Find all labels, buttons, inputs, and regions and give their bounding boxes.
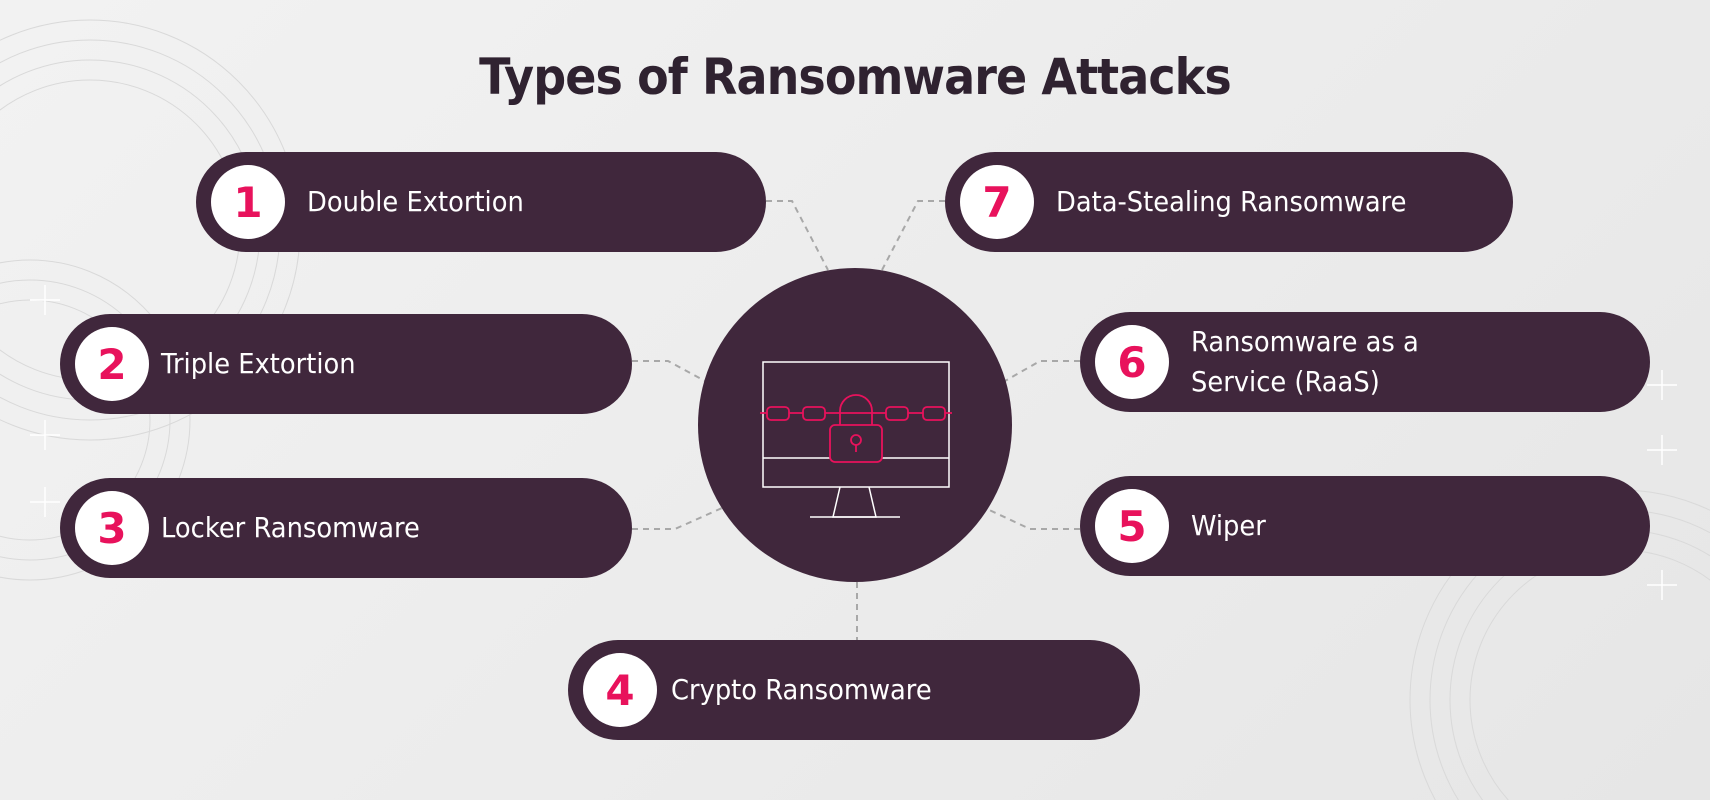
item-label: Double Extortion (307, 185, 524, 218)
item-label: Ransomware as a Service (RaaS) (1191, 322, 1419, 402)
number-badge: 7 (960, 165, 1034, 239)
number-badge: 4 (583, 653, 657, 727)
item-data-stealing-ransomware: 7 Data-Stealing Ransomware (945, 152, 1513, 252)
item-label: Wiper (1191, 509, 1266, 542)
item-crypto-ransomware: 4 Crypto Ransomware (568, 640, 1140, 740)
number-badge: 2 (75, 327, 149, 401)
item-wiper: 5 Wiper (1080, 476, 1650, 576)
number-badge: 5 (1095, 489, 1169, 563)
number-badge: 6 (1095, 325, 1169, 399)
item-label-line-1: Ransomware as a (1191, 325, 1419, 358)
number-badge: 3 (75, 491, 149, 565)
item-double-extortion: 1 Double Extortion (196, 152, 766, 252)
item-label: Locker Ransomware (161, 511, 420, 544)
locked-computer-icon (760, 361, 952, 518)
item-raas: 6 Ransomware as a Service (RaaS) (1080, 312, 1650, 412)
item-label: Data-Stealing Ransomware (1056, 185, 1407, 218)
item-label: Crypto Ransomware (671, 673, 932, 706)
center-hub (698, 268, 1012, 582)
number-badge: 1 (211, 165, 285, 239)
item-triple-extortion: 2 Triple Extortion (60, 314, 632, 414)
page-title: Types of Ransomware Attacks (479, 48, 1232, 106)
item-label: Triple Extortion (161, 347, 356, 380)
item-label-line-2: Service (RaaS) (1191, 365, 1380, 398)
item-locker-ransomware: 3 Locker Ransomware (60, 478, 632, 578)
